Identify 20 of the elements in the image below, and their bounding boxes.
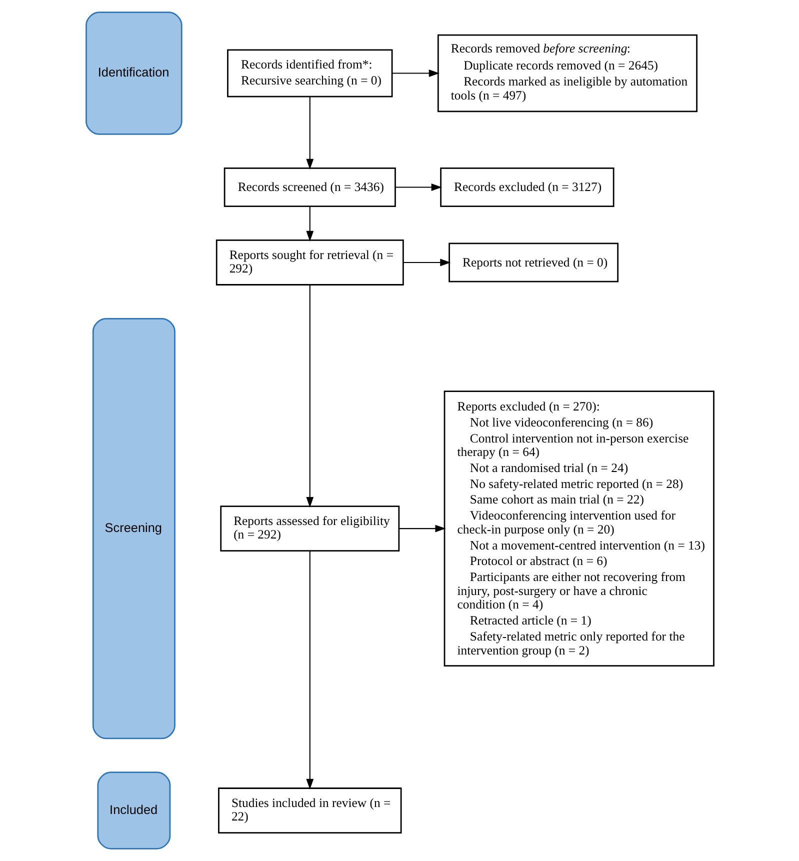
arrow [392, 70, 439, 77]
arrow [402, 258, 450, 266]
node-box: Reports excluded (n = 270): Not live videoconferencing (n = 86) Control intervention not in-person exercise therapy (n = 64) Not a randomised trial (n = 24) No safety-related metric reported (n = 28) Same cohort as main trial (n = 22) Videoconferencing intervention used for check-in purpose only (n = 20) Not a movement-centred intervention (n = 13) Protocol or abstract (n = 6) Participants are either not recovering from injury, post-surgery or have a chronic condition (n = 4) Retracted article (n = 1) Safety-related metric only reported for the intervention group (n = 2) [443, 390, 714, 667]
node-box: Reports sought for retrieval (n = 292) [215, 240, 404, 286]
node-box: Records screened (n = 3436) [223, 167, 396, 207]
node-box: Records removed before screening: Duplicate records removed (n = 2645) Records marked as ineligible by automation tools (n = 497) [436, 34, 697, 112]
arrow [395, 184, 442, 191]
arrow [306, 551, 314, 790]
node-box: Studies included in review (n = 22) [218, 788, 402, 834]
arrow [306, 96, 314, 170]
arrow [306, 285, 314, 508]
node-box: Included [96, 772, 170, 850]
arrow [306, 206, 314, 242]
node-box: Screening [92, 318, 175, 740]
node-box: Identification [85, 12, 182, 135]
arrow [398, 524, 446, 532]
node-box: Records excluded (n = 3127) [440, 167, 614, 207]
node-box: Records identified from*: Recursive searching (n = 0) [226, 49, 392, 98]
node-box: Reports assessed for eligibility (n = 292) [220, 506, 400, 552]
node-box: Reports not retrieved (n = 0) [448, 242, 618, 282]
